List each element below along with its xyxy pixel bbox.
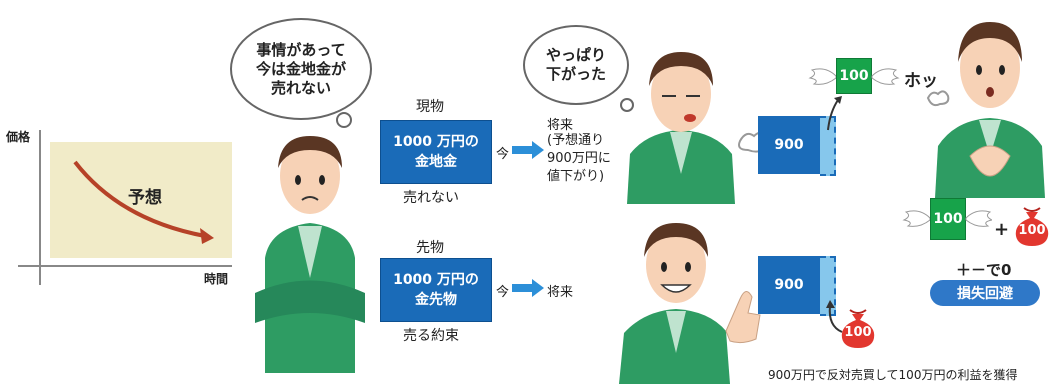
tired-man-figure <box>622 44 740 204</box>
bubble-left-line-2: 今は金地金が <box>255 59 346 78</box>
money-bag-bottom: 100 <box>838 306 878 348</box>
curve-arrowhead <box>200 228 214 244</box>
money-bag-icon-2 <box>1015 207 1049 246</box>
relieved-man-svg <box>935 22 1045 198</box>
bag-bottom-value: 100 <box>844 325 872 340</box>
top-arrow-icon <box>827 96 842 131</box>
futures-arrow-icon <box>512 279 544 297</box>
bag-right-value: 100 <box>1018 223 1046 238</box>
forecast-curve <box>73 160 206 238</box>
footer-note: 900万円で反対売買して100万円の利益を獲得 <box>768 368 1018 382</box>
futures-caption: 売る約束 <box>403 328 459 344</box>
value-box-bottom-gap <box>820 256 836 316</box>
forecast-label: 予想 <box>128 188 162 208</box>
relieved-man-figure <box>930 6 1050 198</box>
spot-note-line-1: (予想通り <box>547 133 605 148</box>
relief-text: ホッ <box>904 71 938 91</box>
bubble-left-line-1: 事情があって <box>256 40 346 59</box>
value-box-top-gap <box>820 116 836 176</box>
wing-right-icon <box>871 68 900 85</box>
bubble-tail-dot <box>336 112 352 128</box>
smiling-man-figure <box>614 213 764 384</box>
spot-box-line-2: 金地金 <box>415 154 457 170</box>
spot-box-line-1: 1000 万円の <box>393 134 479 150</box>
futures-box-line-2: 金先物 <box>415 292 457 308</box>
forecast-chart <box>0 120 240 290</box>
spot-now-label: 今 <box>496 147 510 162</box>
bubble-left-line-3: 売れない <box>270 78 331 97</box>
spot-header: 現物 <box>416 99 444 115</box>
futures-box-line-1: 1000 万円の <box>393 272 479 288</box>
futures-now-label: 今 <box>496 285 510 300</box>
y-axis-label: 価格 <box>6 130 31 144</box>
money-bag-right: 100 <box>1012 204 1052 246</box>
futures-box: 1000 万円の 金先物 <box>380 258 492 322</box>
chart-svg <box>18 130 232 285</box>
spot-box: 1000 万円の 金地金 <box>380 120 492 184</box>
thought-bubble-right: やっぱり 下がった <box>523 25 629 105</box>
spot-note-line-3: 値下がり) <box>547 169 605 184</box>
wing-right-icon-2 <box>965 210 992 227</box>
bubble-right-line-2: 下がった <box>545 65 606 83</box>
spot-arrow-icon <box>512 141 544 159</box>
thought-bubble-left: 事情があって 今は金地金が 売れない <box>230 18 372 120</box>
loss-avoidance-badge: 損失回避 <box>930 280 1040 306</box>
value-box-top: 900 <box>758 116 820 174</box>
spot-future-label: 将来 <box>547 118 574 133</box>
winged-bill-right: 100 <box>902 198 992 240</box>
wing-left-icon-2 <box>902 210 931 227</box>
spot-note-line-2: 900万円に <box>547 151 611 166</box>
equation-text: ＋－で0 <box>956 261 1012 279</box>
tired-man-svg <box>627 52 735 204</box>
money-bag-icon <box>841 309 875 348</box>
bill-top: 100 <box>836 58 872 94</box>
value-box-bottom: 900 <box>758 256 820 314</box>
futures-header: 先物 <box>416 240 444 256</box>
bubble-right-tail-dot <box>620 98 634 112</box>
relief-puff-icon <box>926 90 950 107</box>
winged-bill-top: 100 <box>808 58 900 94</box>
smiling-man-svg <box>619 223 761 384</box>
futures-future-label: 将来 <box>547 285 574 300</box>
wing-left-icon <box>808 68 837 85</box>
spot-future-note: (予想通り 900万円に 値下がり) <box>547 132 611 186</box>
bill-right: 100 <box>930 198 966 240</box>
worried-man-figure <box>250 128 370 373</box>
bottom-arrow-icon <box>826 300 843 333</box>
worried-man-svg <box>255 136 365 373</box>
bubble-right-line-1: やっぱり <box>545 46 606 64</box>
spot-caption: 売れない <box>403 190 459 206</box>
plus-sign: + <box>994 219 1010 240</box>
x-axis-label: 時間 <box>204 272 229 286</box>
